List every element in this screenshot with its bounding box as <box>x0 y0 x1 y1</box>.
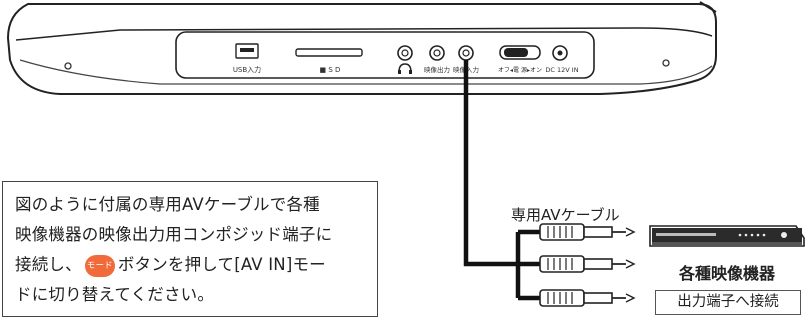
instruction-box: 図のように付属の専用AVケーブルで各種 映像機器の映像出力用コンポジッド端子に … <box>2 181 378 317</box>
cable-label: 専用AVケーブル <box>511 206 620 224</box>
player-body <box>6 1 717 95</box>
mode-button-icon: モード <box>84 254 115 277</box>
instruction-line-3b: ボタンを押して[AV IN]モー <box>117 255 326 274</box>
dc-jack-label: DC 12V IN <box>545 66 578 74</box>
power-switch-label: オフ◂電 源▸オン <box>498 66 542 74</box>
video-out-label: 映像出力 <box>424 65 450 74</box>
usb-port <box>235 43 259 59</box>
dc-jack <box>552 45 568 61</box>
sd-slot-label: ■ S D <box>320 66 341 74</box>
instruction-line-4: ドに切り替えてください。 <box>15 285 215 304</box>
video-device-icon <box>649 225 805 247</box>
instruction-line-3a: 接続し、 <box>15 255 82 274</box>
screw-left <box>64 62 72 70</box>
headphone-icon <box>398 63 412 74</box>
sd-slot <box>295 48 363 57</box>
headphone-jack <box>397 45 413 61</box>
rca-plug-top <box>539 223 636 241</box>
instruction-line-2: 映像機器の映像出力用コンポジッド端子に <box>15 225 333 244</box>
video-out-jack <box>429 45 445 61</box>
connect-label: 出力端子へ接続 <box>655 290 801 315</box>
rca-plug-middle <box>539 255 636 273</box>
video-in-jack <box>458 45 474 61</box>
instruction-line-1: 図のように付属の専用AVケーブルで各種 <box>15 195 320 214</box>
usb-port-label: USB入力 <box>233 65 261 74</box>
device-name: 各種映像機器 <box>679 264 776 283</box>
instruction-line-3: 接続し、モードボタンを押して[AV IN]モー <box>15 254 326 277</box>
av-cable <box>463 60 540 301</box>
screw-right <box>662 59 670 67</box>
rca-plug-bottom <box>539 289 636 307</box>
port-panel <box>175 31 595 79</box>
power-switch <box>499 45 541 60</box>
